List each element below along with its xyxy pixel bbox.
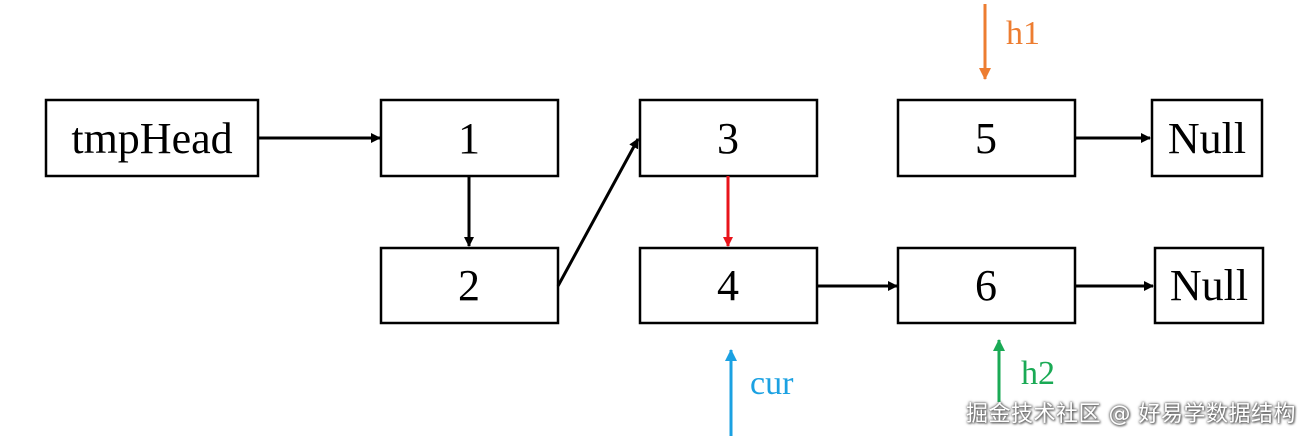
- node-6-label: 6: [975, 261, 997, 310]
- node-null-bottom: Null: [1153, 246, 1265, 325]
- node-1: 1: [379, 98, 560, 178]
- node-null-top: Null: [1150, 98, 1264, 178]
- edge-2-to-3: [556, 138, 640, 287]
- node-4: 4: [638, 246, 819, 325]
- pointer-h2: h2: [993, 339, 1055, 402]
- node-null-bottom-label: Null: [1170, 261, 1248, 310]
- node-6: 6: [896, 246, 1077, 325]
- node-tmphead: tmpHead: [44, 98, 260, 178]
- pointer-cur-label: cur: [750, 365, 794, 402]
- node-1-label: 1: [458, 114, 480, 163]
- node-4-label: 4: [717, 261, 739, 310]
- node-5-label: 5: [975, 114, 997, 163]
- pointer-h1: h1: [979, 4, 1040, 80]
- node-3-label: 3: [717, 114, 739, 163]
- pointer-h1-label: h1: [1006, 15, 1040, 52]
- node-tmphead-label: tmpHead: [71, 114, 232, 163]
- node-3: 3: [638, 98, 819, 178]
- watermark-text: 掘金技术社区 @ 好易学数据结构: [966, 402, 1296, 427]
- pointer-h2-label: h2: [1021, 355, 1055, 392]
- node-2: 2: [379, 246, 560, 325]
- node-2-label: 2: [458, 261, 480, 310]
- pointer-cur: cur: [725, 349, 794, 436]
- node-5: 5: [896, 98, 1077, 178]
- node-null-top-label: Null: [1168, 114, 1246, 163]
